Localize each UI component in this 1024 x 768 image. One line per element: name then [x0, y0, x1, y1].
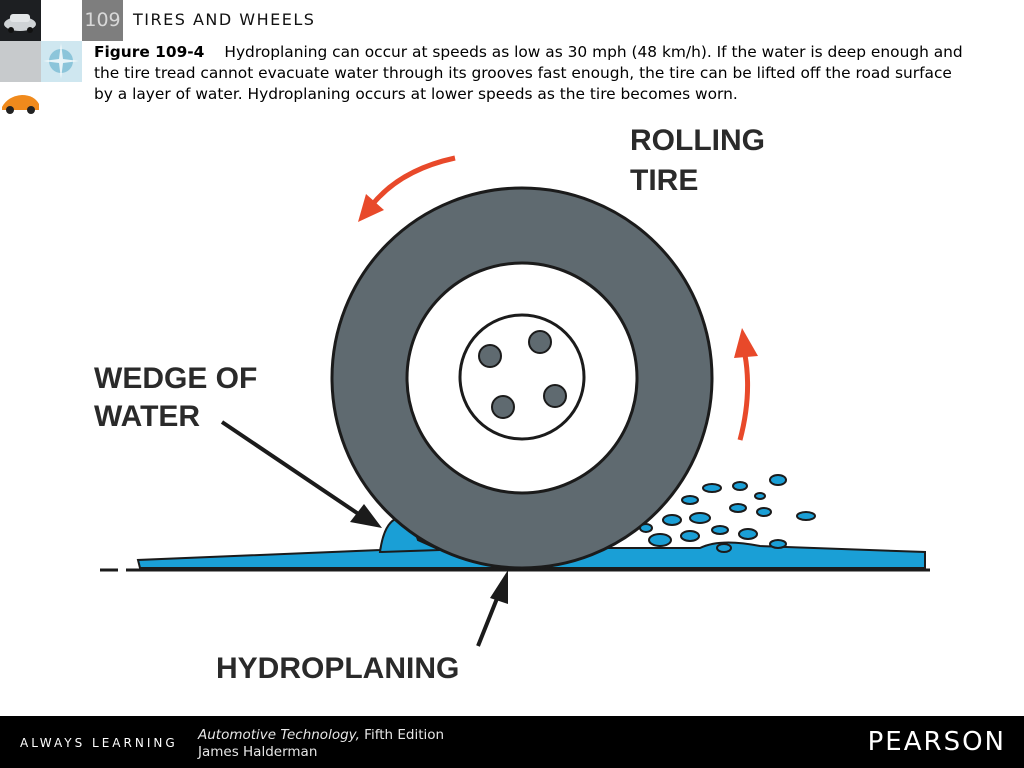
book-info: Automotive Technology, Fifth Edition Jam… — [198, 727, 444, 761]
hydroplaning-figure: ROLLING TIRE WEDGE OF WATER HYDROPLANING — [94, 124, 930, 685]
lug-nut — [543, 384, 567, 408]
thumbnail-blank-2 — [41, 82, 82, 123]
arrowhead-top — [358, 194, 384, 222]
lug-nut — [528, 330, 552, 354]
chapter-title: TIRES AND WHEELS — [133, 10, 316, 29]
label-tire: TIRE — [630, 164, 698, 197]
publisher-logo: PEARSON — [867, 727, 1006, 757]
thumbnail-splash — [41, 41, 82, 82]
thumbnail-blank — [41, 0, 82, 41]
footer-tagline: ALWAYS LEARNING — [20, 736, 178, 750]
wedge-pointer-line — [220, 420, 362, 517]
gradient-icon — [0, 41, 41, 82]
arrowhead-right — [734, 328, 758, 358]
thumbnail-car-dark — [0, 0, 41, 41]
thumbnail-gray — [0, 41, 41, 82]
book-title: Automotive Technology, — [198, 727, 360, 743]
hydroplaning-pointer-head — [490, 570, 508, 604]
label-hydroplaning: HYDROPLANING — [216, 652, 459, 685]
wedge-pointer-head — [350, 504, 382, 528]
label-water: WATER — [94, 400, 200, 433]
footer-bar: ALWAYS LEARNING Automotive Technology, F… — [0, 716, 1024, 768]
label-wedge-of: WEDGE OF — [94, 362, 257, 395]
rotation-arrow-top — [370, 155, 456, 207]
figure-label: Figure 109-4 — [94, 43, 205, 61]
book-edition: Fifth Edition — [359, 727, 445, 743]
book-author: James Halderman — [198, 744, 318, 760]
wheel-hub — [458, 313, 586, 441]
lug-nut — [491, 395, 515, 419]
water-splash-icon — [43, 43, 79, 79]
water-spray — [639, 474, 816, 553]
figure-caption-text: Hydroplaning can occur at speeds as low … — [94, 43, 963, 103]
chapter-number: 109 — [82, 0, 123, 41]
rotation-arrow-right — [737, 354, 751, 441]
sports-car-icon — [2, 95, 39, 114]
thumbnail-car-orange — [0, 82, 41, 123]
lug-nut — [478, 344, 502, 368]
label-rolling: ROLLING — [630, 124, 765, 157]
hydroplaning-pointer-line — [476, 595, 500, 647]
car-icon — [4, 14, 36, 33]
